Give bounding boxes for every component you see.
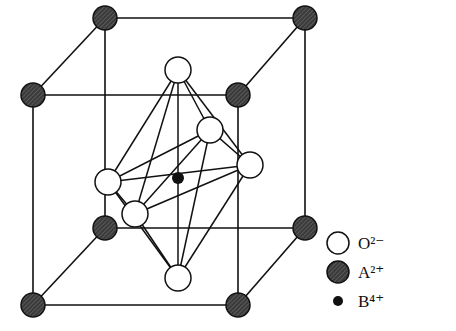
b-ion — [172, 172, 184, 184]
legend-sample-a — [327, 261, 349, 283]
legend-sample-o — [327, 232, 349, 254]
o-ion — [95, 57, 263, 291]
legend-label: O²⁻ — [358, 235, 384, 252]
cube-edges — [33, 18, 305, 305]
octahedron-edges — [108, 70, 250, 278]
legend-sample-b — [333, 296, 343, 306]
a-ion — [21, 6, 317, 317]
legend-label: A²⁺ — [358, 264, 384, 281]
legend-label: B⁴⁺ — [358, 293, 384, 310]
